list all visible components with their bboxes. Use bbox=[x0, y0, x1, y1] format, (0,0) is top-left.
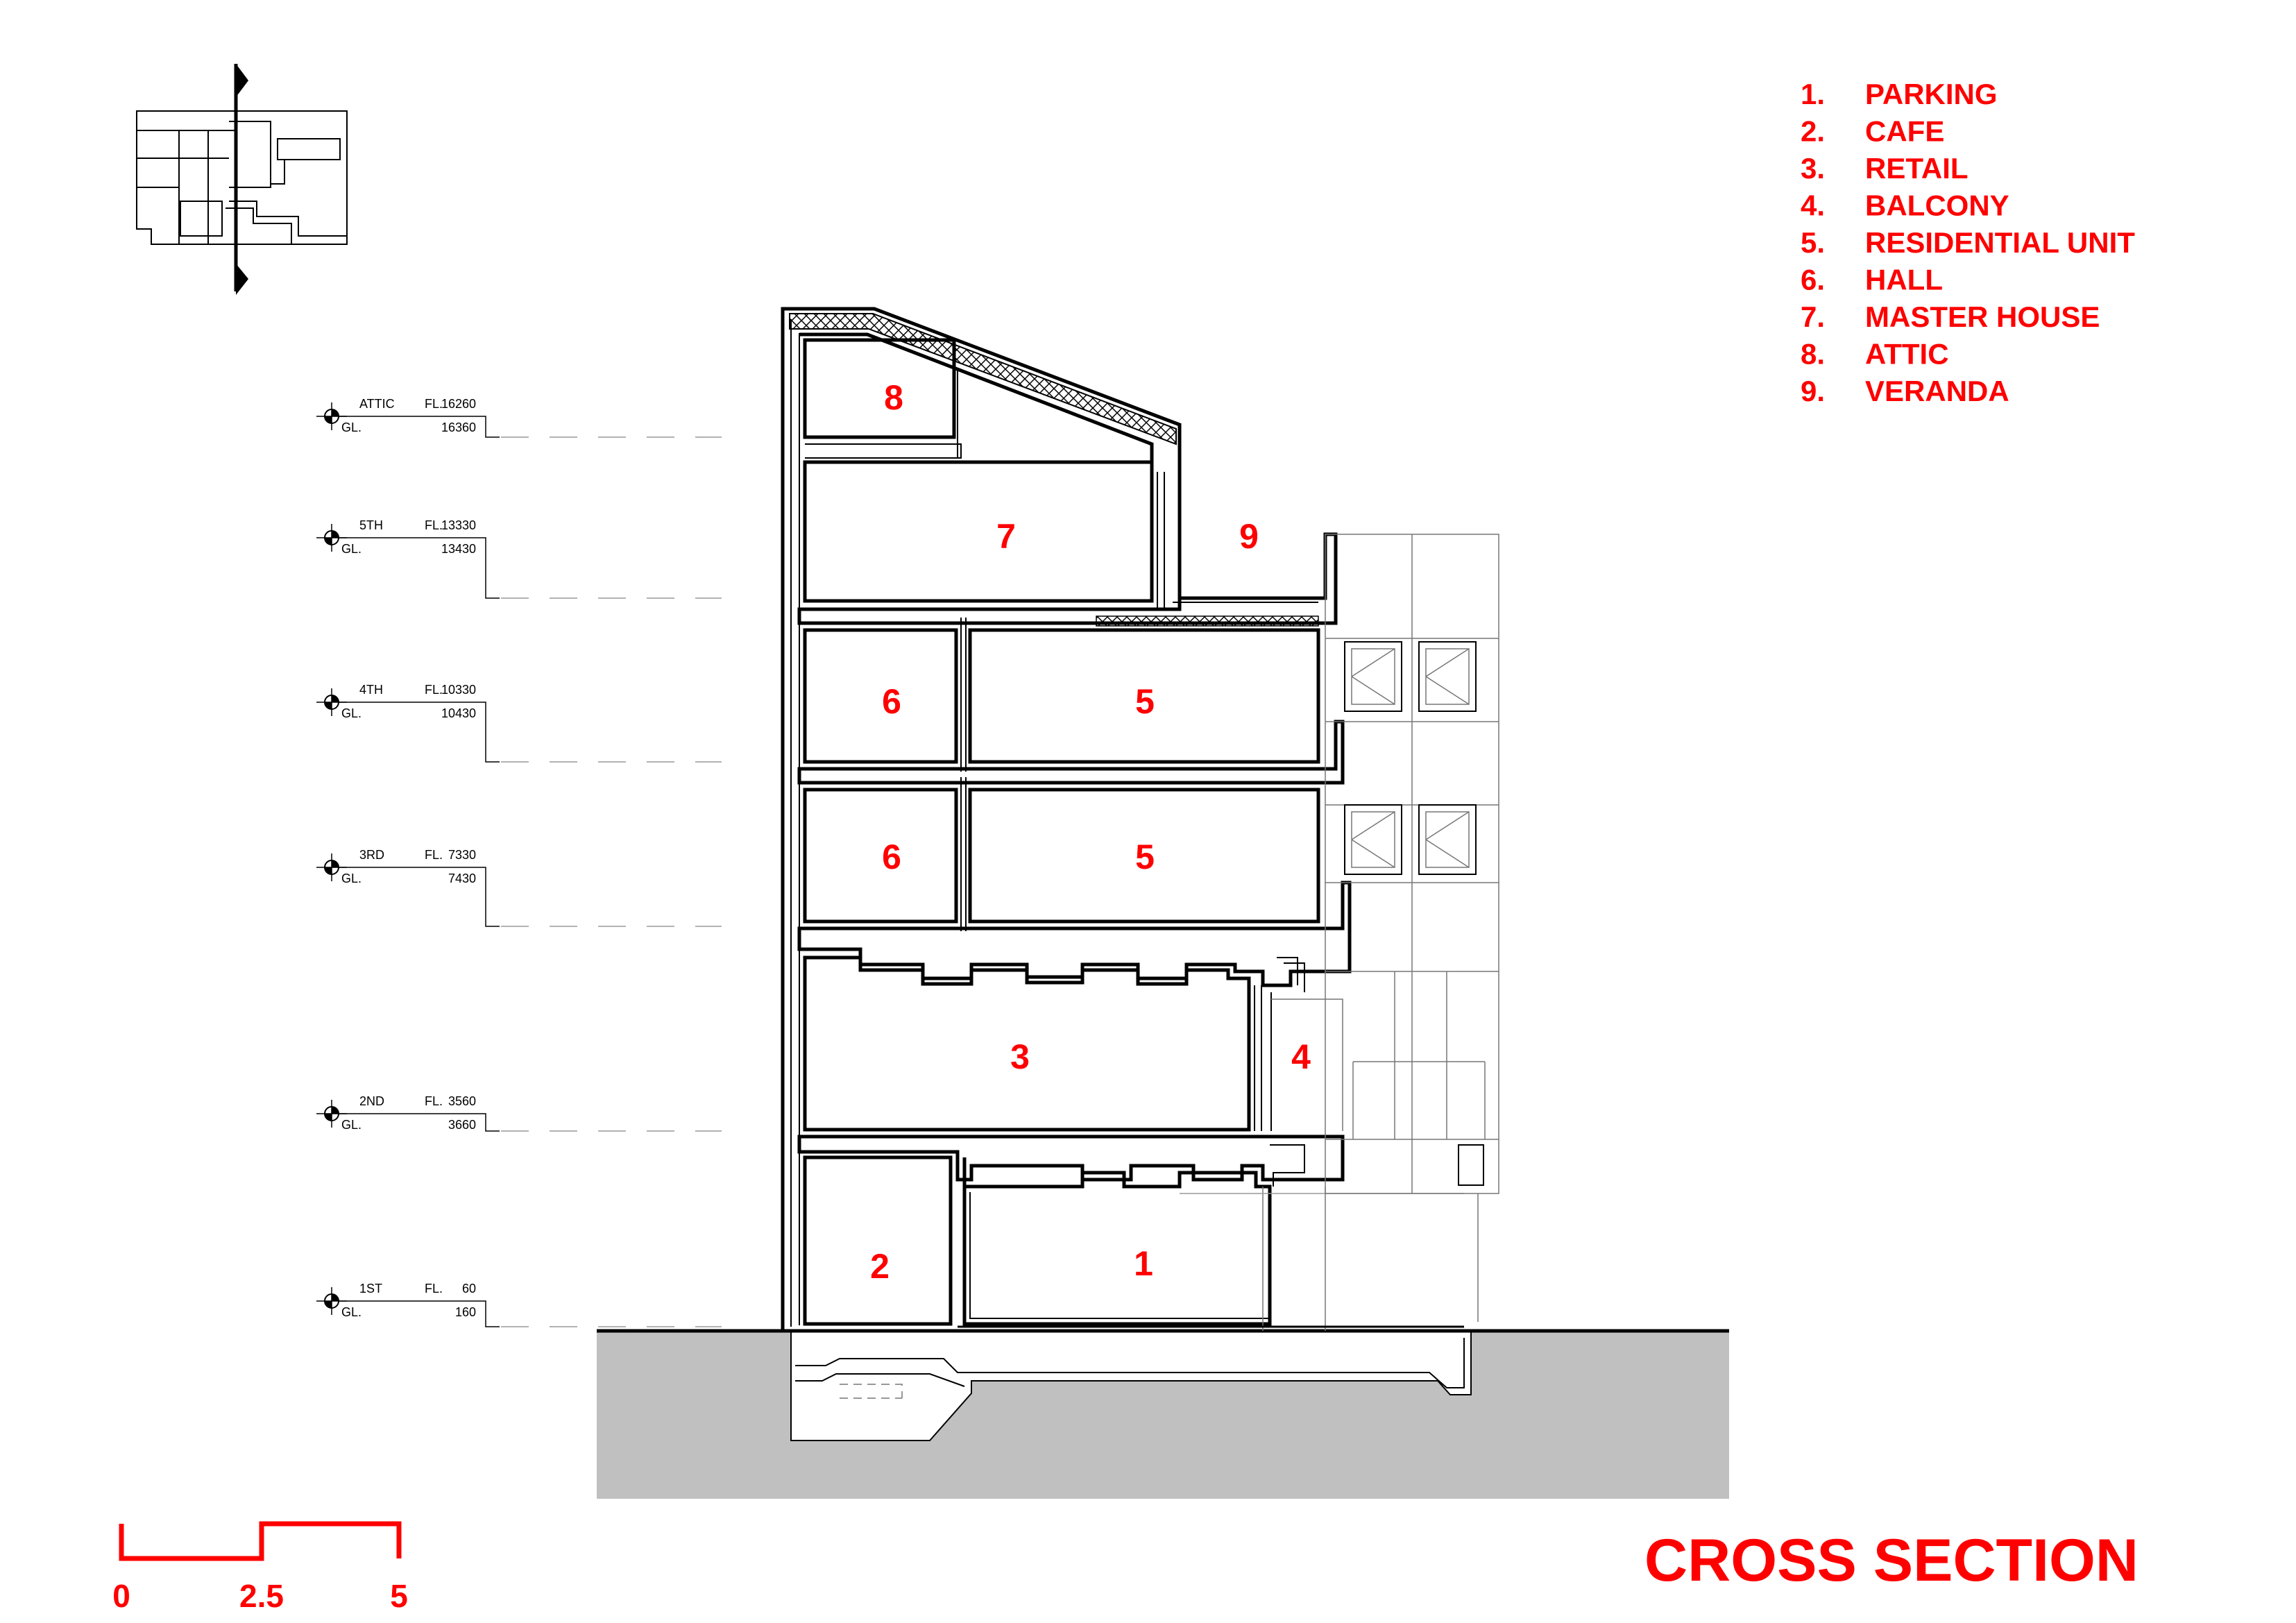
level-fl-label: FL. bbox=[425, 518, 443, 532]
level-gl-value: 10430 bbox=[441, 706, 476, 720]
legend: 1. PARKING 2. CAFE 3. RETAIL 4. BALCONY 5. RESIDE… bbox=[1801, 78, 2135, 407]
level-fl-value: 7330 bbox=[448, 848, 476, 862]
level-gl-label: GL. bbox=[341, 420, 362, 434]
legend-number: 6. bbox=[1801, 264, 1825, 296]
room-number-6-fourth: 6 bbox=[882, 682, 901, 721]
level-gl-value: 7430 bbox=[448, 872, 476, 885]
scale-bar: 0 2.5 5 bbox=[112, 1521, 408, 1614]
level-fl-label: FL. bbox=[425, 1094, 443, 1108]
legend-number: 9. bbox=[1801, 375, 1825, 407]
level-gl-label: GL. bbox=[341, 1118, 362, 1132]
level-gl-label: GL. bbox=[341, 872, 362, 885]
level-name: 3RD bbox=[359, 848, 384, 862]
room-number-7: 7 bbox=[996, 517, 1016, 556]
ground bbox=[597, 1329, 1729, 1499]
level-gl-value: 13430 bbox=[441, 542, 476, 556]
level-gl-value: 160 bbox=[455, 1305, 476, 1319]
legend-number: 3. bbox=[1801, 152, 1825, 185]
level-fl-value: 10330 bbox=[441, 683, 476, 697]
room-number-6-third: 6 bbox=[882, 838, 901, 876]
room-number-2: 2 bbox=[870, 1247, 890, 1286]
legend-number: 2. bbox=[1801, 115, 1825, 148]
level-gl-label: GL. bbox=[341, 706, 362, 720]
room-number-1: 1 bbox=[1134, 1244, 1153, 1283]
level-gl-label: GL. bbox=[341, 1305, 362, 1319]
level-fl-value: 3560 bbox=[448, 1094, 476, 1108]
section-arrow-bottom bbox=[236, 264, 248, 295]
level-fl-value: 13330 bbox=[441, 518, 476, 532]
scale-label-2-5: 2.5 bbox=[239, 1578, 284, 1614]
slab-insulation bbox=[1096, 615, 1319, 627]
level-gl-value: 3660 bbox=[448, 1118, 476, 1132]
key-plan bbox=[136, 64, 348, 295]
scale-label-0: 0 bbox=[112, 1578, 130, 1614]
level-gl-label: GL. bbox=[341, 542, 362, 556]
room-number-5-fourth: 5 bbox=[1135, 682, 1155, 721]
level-name: 5TH bbox=[359, 518, 383, 532]
section-arrow-top bbox=[236, 64, 248, 97]
level-name: ATTIC bbox=[359, 397, 395, 411]
room-number-5-third: 5 bbox=[1135, 838, 1155, 876]
scale-label-5: 5 bbox=[390, 1578, 408, 1614]
room-number-8: 8 bbox=[884, 378, 903, 417]
legend-label: CAFE bbox=[1865, 115, 1944, 148]
level-name: 2ND bbox=[359, 1094, 384, 1108]
legend-label: PARKING bbox=[1865, 78, 1998, 110]
building-section bbox=[781, 307, 1464, 1331]
legend-number: 4. bbox=[1801, 189, 1825, 222]
legend-label: VERANDA bbox=[1865, 375, 2009, 407]
legend-number: 1. bbox=[1801, 78, 1825, 110]
room-number-9: 9 bbox=[1239, 517, 1259, 556]
level-fl-label: FL. bbox=[425, 848, 443, 862]
room-number-3: 3 bbox=[1010, 1037, 1030, 1076]
legend-label: RETAIL bbox=[1865, 152, 1968, 185]
room-number-4: 4 bbox=[1291, 1037, 1311, 1076]
facade-windows bbox=[1344, 641, 1484, 1186]
drawing-title: CROSS SECTION bbox=[1644, 1527, 2138, 1594]
level-gl-value: 16360 bbox=[441, 420, 476, 434]
facade bbox=[1325, 534, 1499, 1322]
foundation bbox=[790, 1330, 1472, 1441]
legend-number: 7. bbox=[1801, 300, 1825, 333]
legend-label: BALCONY bbox=[1865, 189, 2009, 222]
room-numbers: 8 7 9 6 5 6 5 3 4 2 1 bbox=[870, 378, 1311, 1286]
level-fl-label: FL. bbox=[425, 397, 443, 411]
legend-label: RESIDENTIAL UNIT bbox=[1865, 226, 2135, 259]
legend-label: ATTIC bbox=[1865, 338, 1949, 371]
level-fl-label: FL. bbox=[425, 1282, 443, 1295]
roof-insulation bbox=[789, 313, 1177, 445]
level-name: 4TH bbox=[359, 683, 383, 697]
level-fl-value: 60 bbox=[462, 1282, 476, 1295]
legend-number: 8. bbox=[1801, 338, 1825, 371]
level-name: 1ST bbox=[359, 1282, 382, 1295]
legend-label: MASTER HOUSE bbox=[1865, 300, 2100, 333]
level-fl-label: FL. bbox=[425, 683, 443, 697]
legend-number: 5. bbox=[1801, 226, 1825, 259]
level-fl-value: 16260 bbox=[441, 397, 476, 411]
legend-label: HALL bbox=[1865, 264, 1943, 296]
